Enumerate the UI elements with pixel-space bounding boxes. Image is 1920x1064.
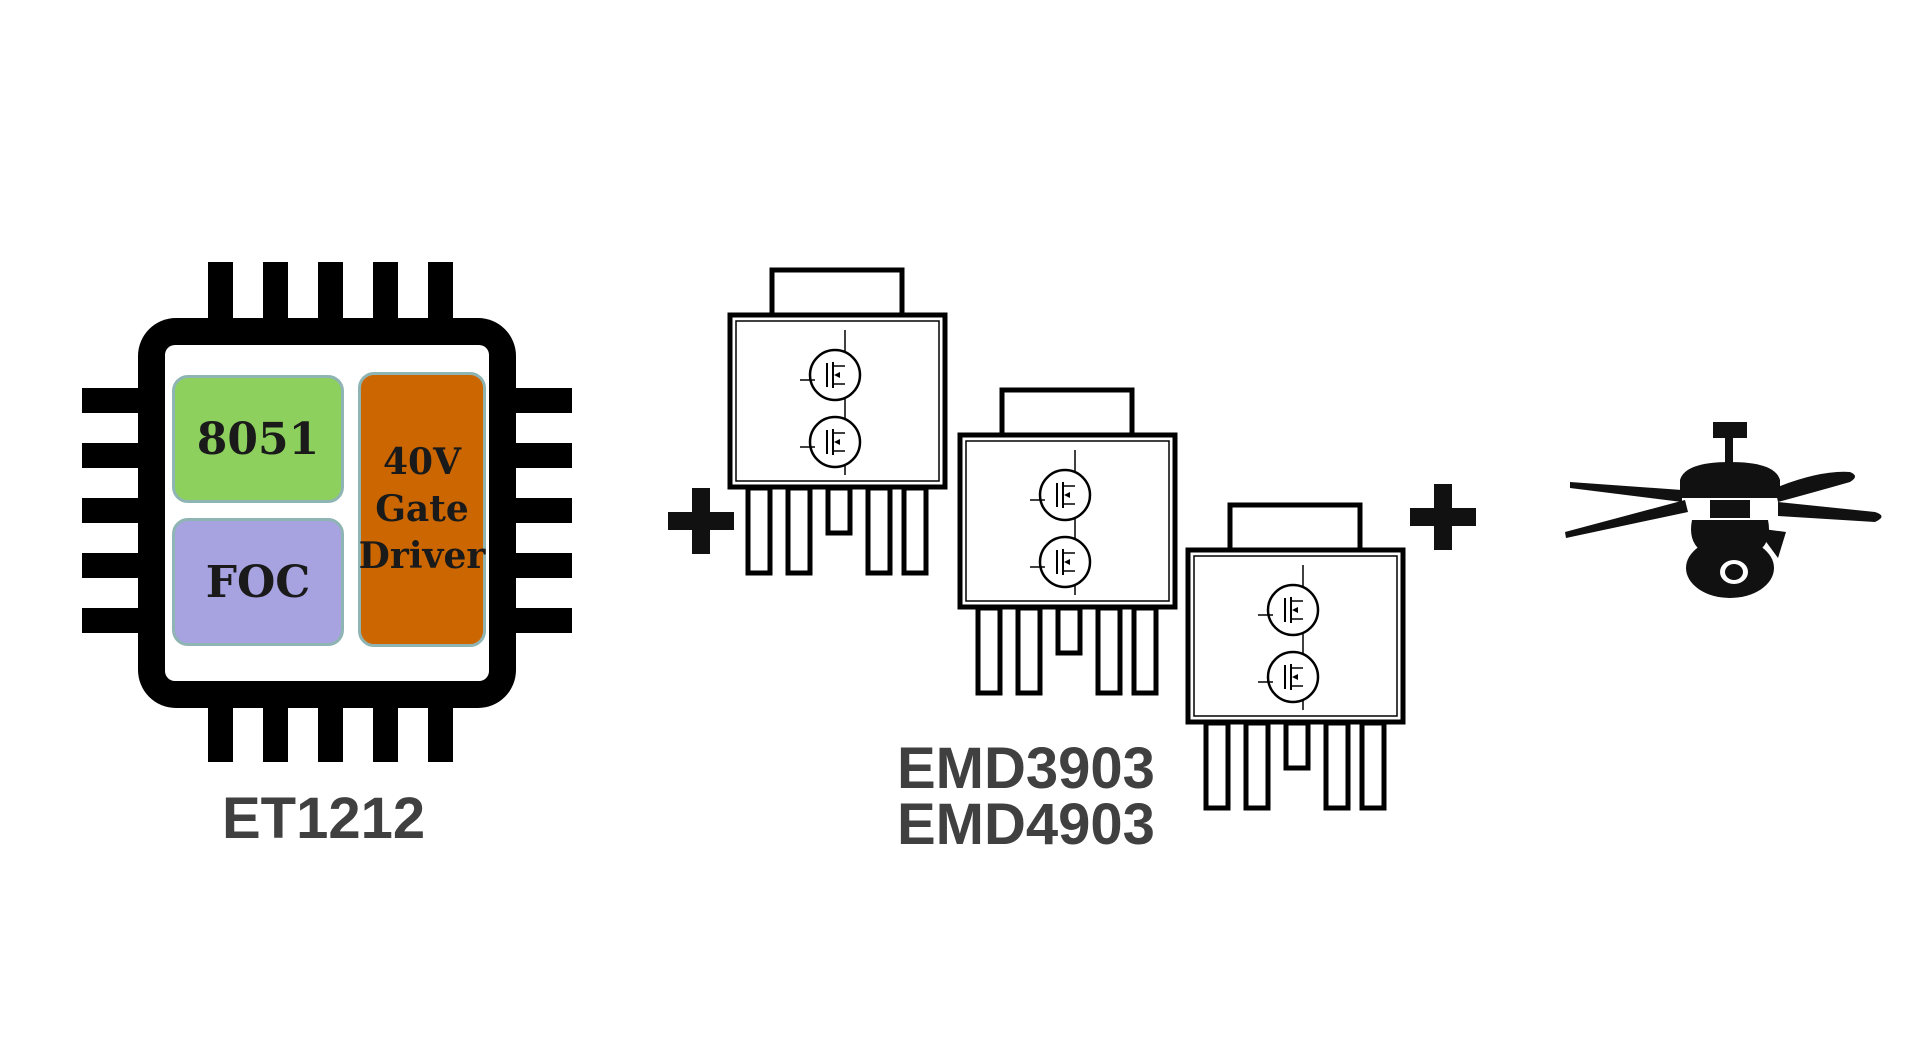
gate-driver-label-line3: Driver [358,534,486,577]
mosfet-part-label-1: EMD3903 [897,736,1155,801]
chip-pin [208,262,233,322]
gate-driver-label-line2: Gate [375,488,469,531]
chip-pin [82,388,142,413]
mosfet-package-1 [730,270,945,573]
foc-block: FOC [172,518,344,646]
chip-pin [82,553,142,578]
chip-pin [428,702,453,762]
chip-pin [373,262,398,322]
chip-pin [263,702,288,762]
chip-pin [512,553,572,578]
chip-pin [428,262,453,322]
chip-pin [512,388,572,413]
chip-pin [82,443,142,468]
gate-driver-label-line1: 40V [382,441,462,484]
mosfet-package-2 [960,390,1175,693]
gate-driver-block: 40V Gate Driver [358,372,486,647]
chip-pin [512,443,572,468]
chip-pin [318,262,343,322]
chip-pin [82,608,142,633]
plus-icon [668,488,734,554]
ceiling-fan-icon [1565,422,1882,598]
chip-pin [512,608,572,633]
chip-pin [82,498,142,523]
chip-pin [263,262,288,322]
chip-pin [512,498,572,523]
plus-icon [1410,484,1476,550]
chip-pin [208,702,233,762]
mosfet-part-label-2: EMD4903 [897,792,1155,857]
mcu-8051-label: 8051 [196,413,320,465]
chip-pin [373,702,398,762]
chip-pin [318,702,343,762]
mosfet-package-3 [1188,505,1403,808]
chip-part-label: ET1212 [222,786,426,851]
foc-label: FOC [205,556,311,608]
mcu-8051-block: 8051 [172,375,344,503]
